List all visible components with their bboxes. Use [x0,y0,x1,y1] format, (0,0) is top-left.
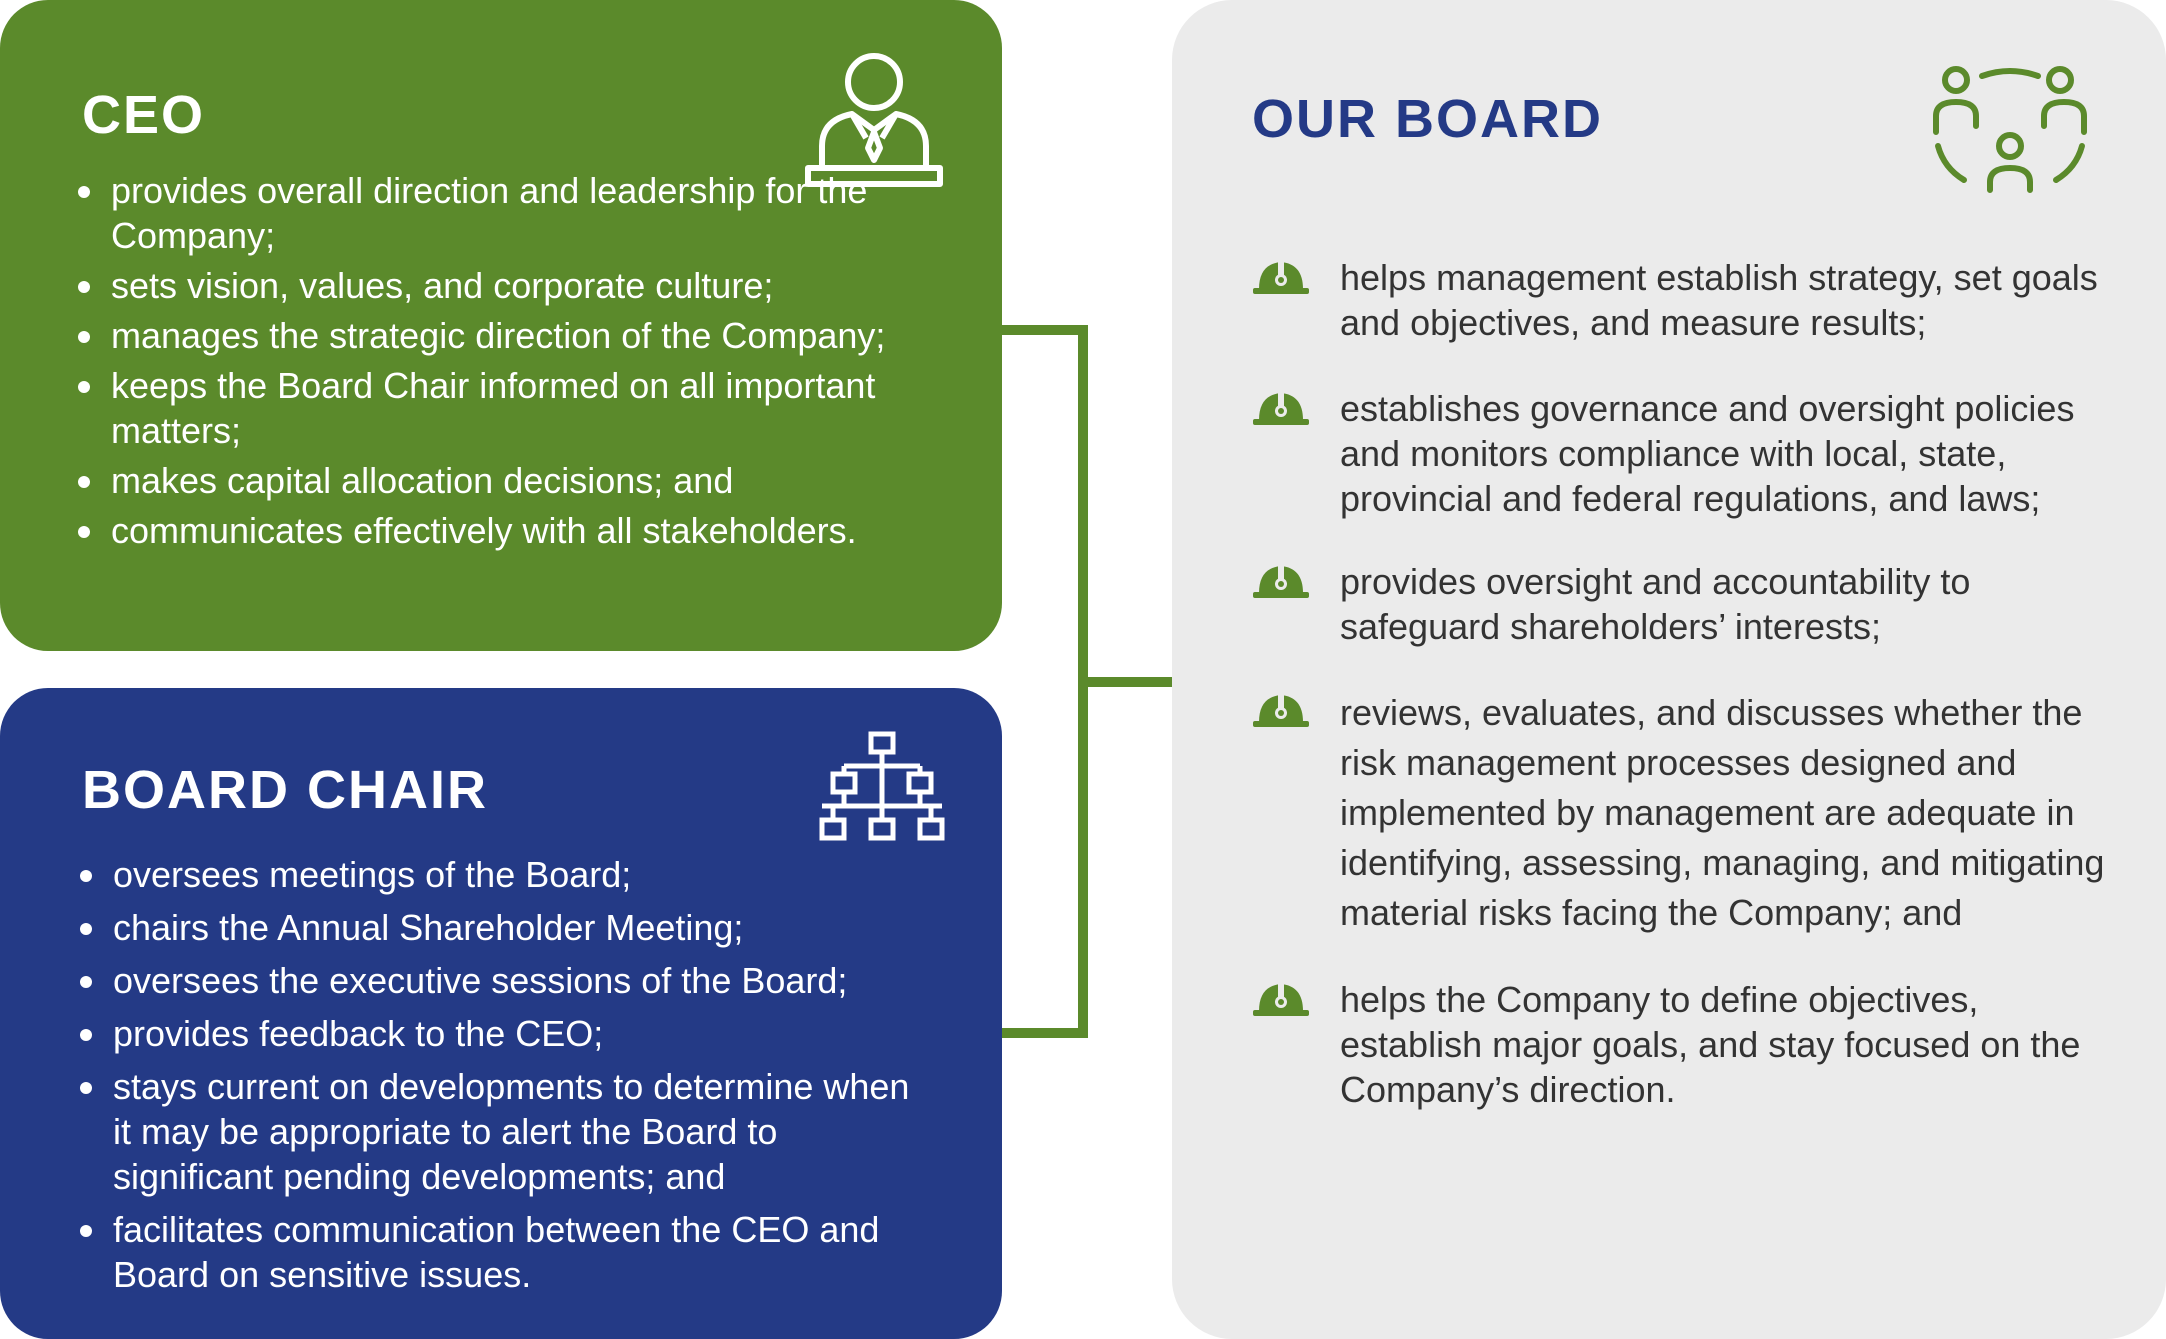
board-chair-responsibilities-list: oversees meetings of the Board; chairs t… [80,852,913,1305]
board-chair-item: provides feedback to the CEO; [80,1011,913,1056]
ceo-item: makes capital allocation decisions; and [78,458,911,503]
board-chair-item: oversees meetings of the Board; [80,852,913,897]
board-chair-item: facilitates communication between the CE… [80,1207,913,1297]
team-group-icon [1933,66,2087,193]
our-board-item: reviews, evaluates, and discusses whethe… [1252,688,2112,938]
board-chair-title: BOARD CHAIR [82,760,488,820]
bullet-dot [80,1029,92,1041]
our-board-item: establishes governance and oversight pol… [1252,386,2112,521]
bullet-dot [78,381,90,393]
hard-hat-icon [1253,566,1309,598]
hard-hat-icon [1253,984,1309,1016]
ceo-item: provides overall direction and leadershi… [78,168,911,258]
ceo-responsibilities-list: provides overall direction and leadershi… [78,168,911,558]
our-board-title: OUR BOARD [1252,89,1603,149]
bullet-dot [78,331,90,343]
our-board-item: helps the Company to define objectives, … [1252,977,2112,1112]
bullet-dot [78,526,90,538]
ceo-item: manages the strategic direction of the C… [78,313,911,358]
hard-hat-icon [1253,695,1309,727]
bullet-dot [78,186,90,198]
our-board-item: helps management establish strategy, set… [1252,255,2112,345]
ceo-panel [0,0,1002,651]
bullet-dot [78,281,90,293]
bullet-dot [80,923,92,935]
ceo-item: sets vision, values, and corporate cultu… [78,263,911,308]
bullet-dot [80,1225,92,1237]
bullet-dot [78,476,90,488]
executive-person-icon [805,53,943,187]
ceo-item: communicates effectively with all stakeh… [78,508,911,553]
hard-hat-icon [1253,262,1309,294]
our-board-panel [1172,0,2166,1339]
board-chair-item: stays current on developments to determi… [80,1064,913,1199]
bullet-dot [80,1082,92,1094]
bullet-dot [80,976,92,988]
our-board-item: provides oversight and accountability to… [1252,559,2112,649]
ceo-title: CEO [82,85,206,145]
board-chair-panel [0,688,1002,1339]
org-chart-icon [819,731,945,841]
ceo-item: keeps the Board Chair informed on all im… [78,363,911,453]
bullet-dot [80,870,92,882]
board-chair-item: oversees the executive sessions of the B… [80,958,913,1003]
our-board-responsibilities-list: helps management establish strategy, set… [1252,255,2112,1112]
board-chair-item: chairs the Annual Shareholder Meeting; [80,905,913,950]
hard-hat-icon [1253,393,1309,425]
